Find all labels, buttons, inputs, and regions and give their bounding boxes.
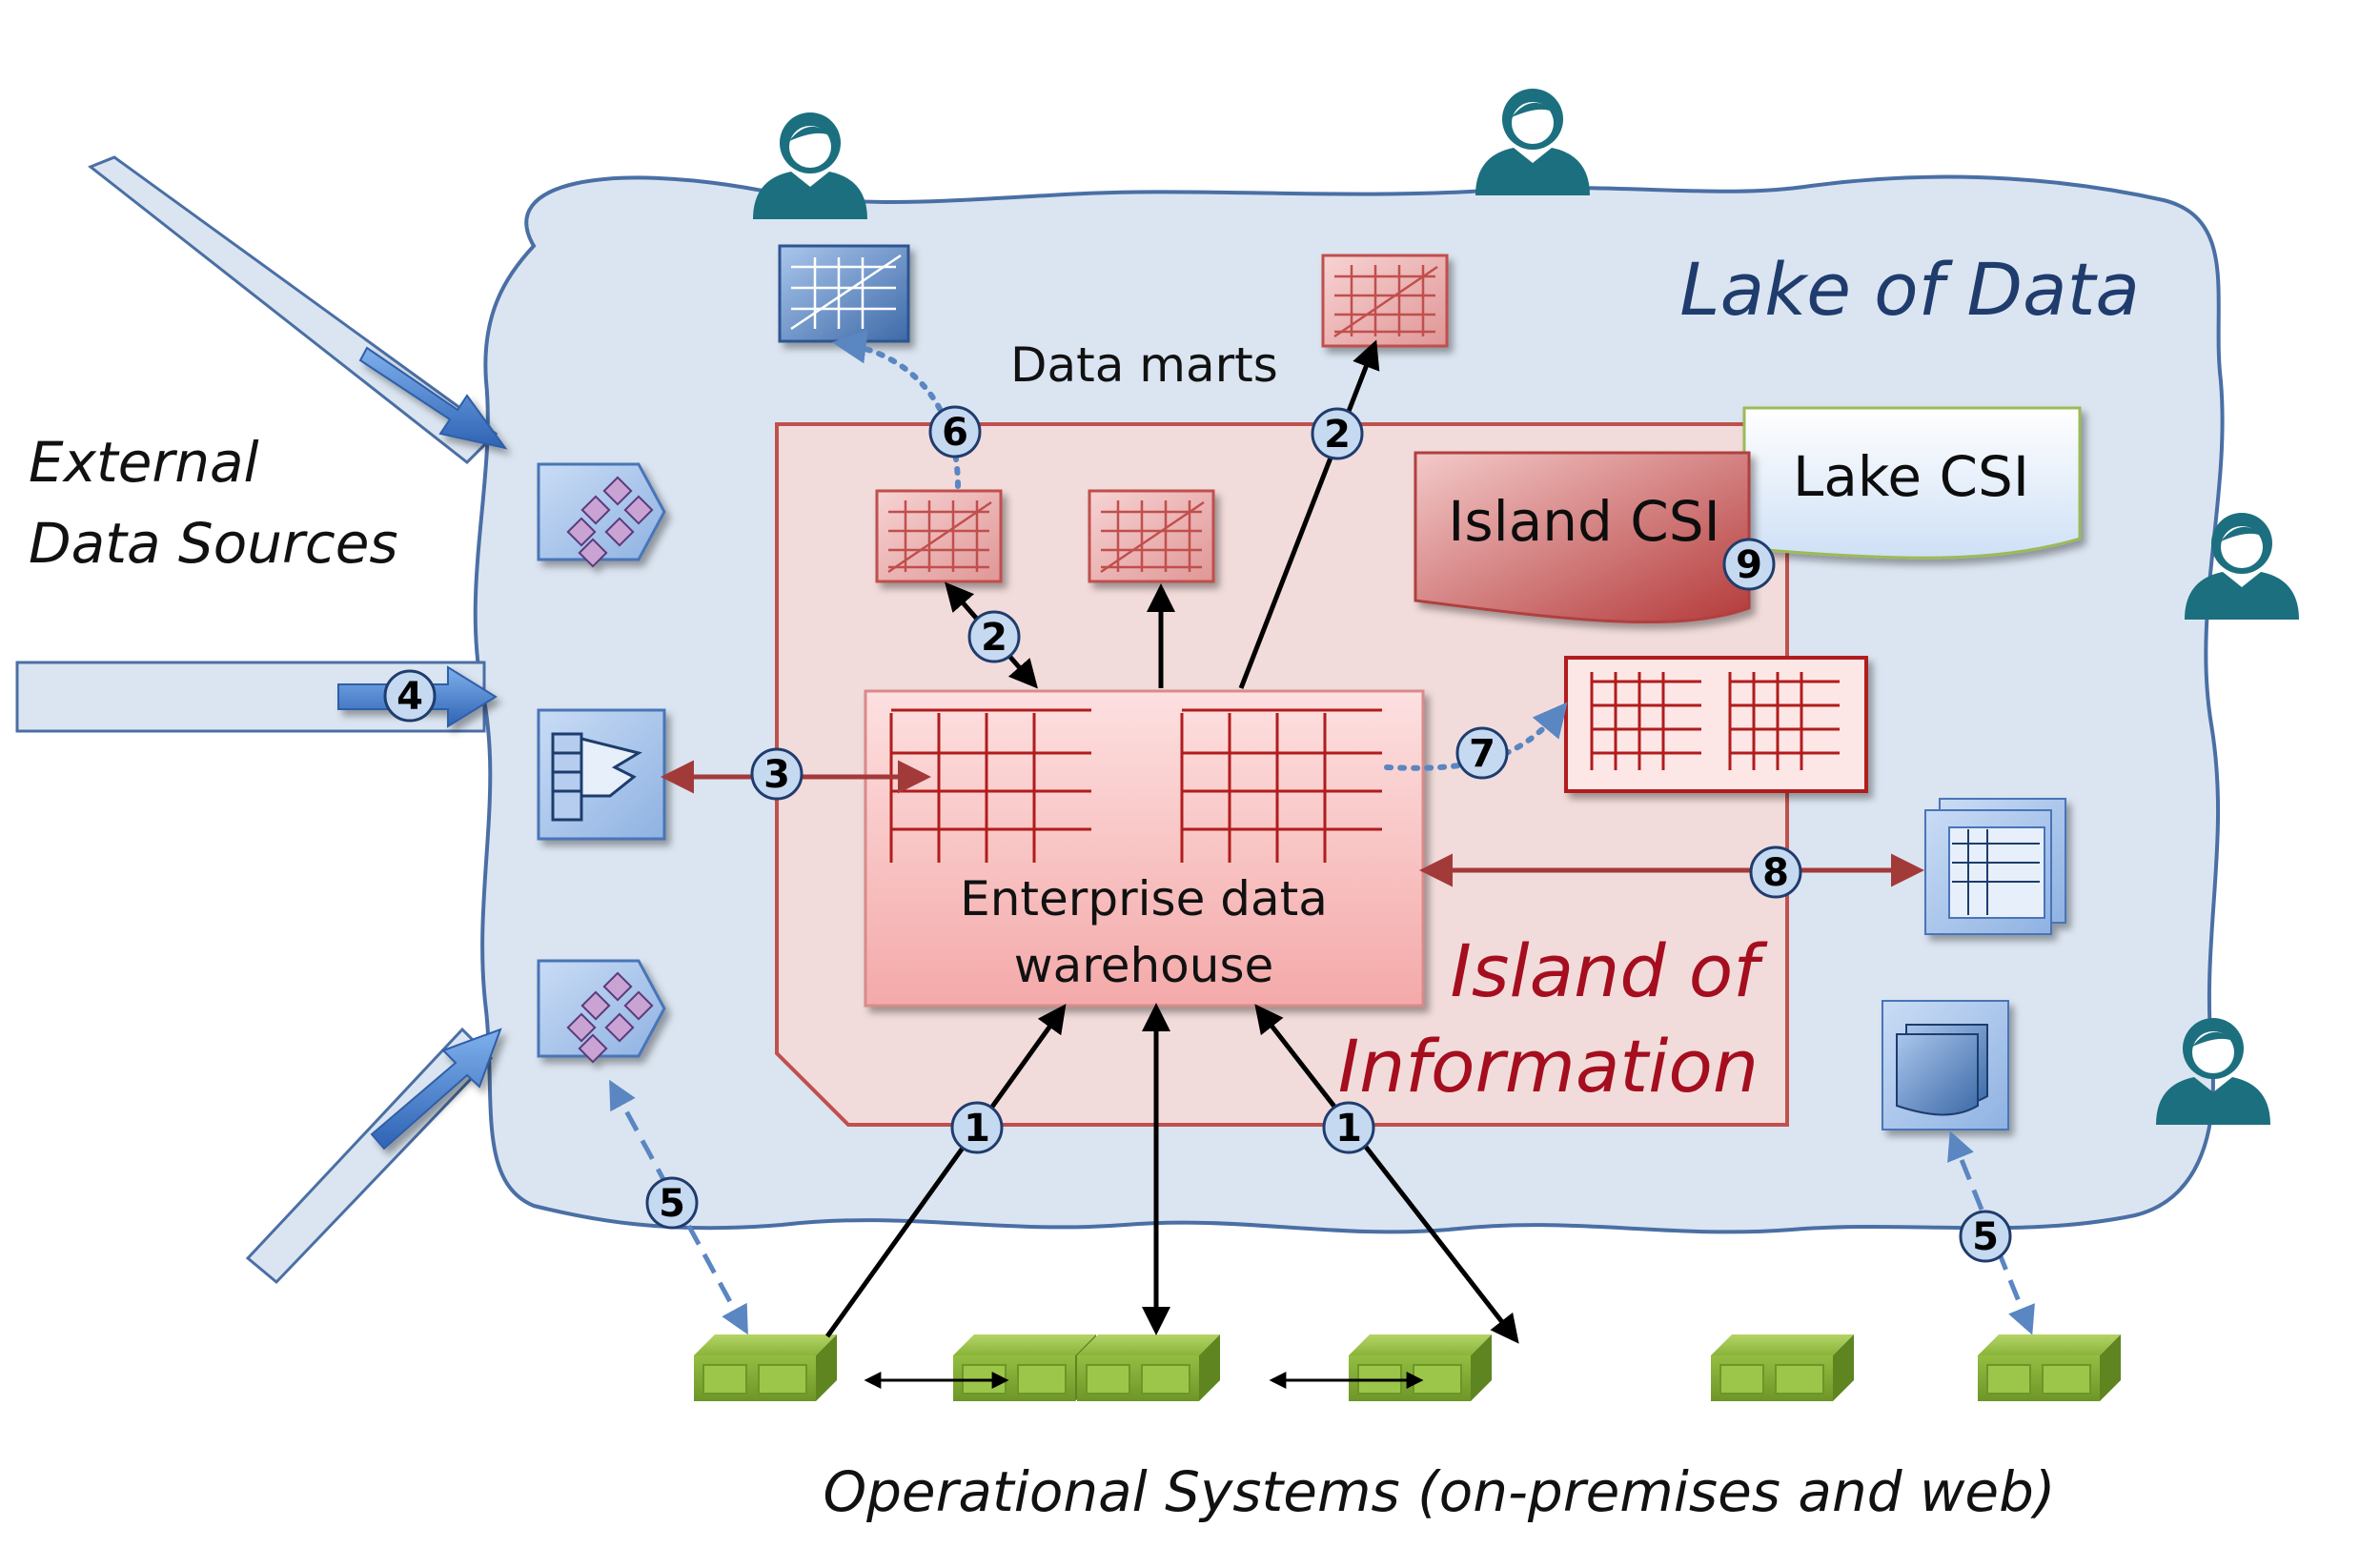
enterprise-data-warehouse[interactable]: Enterprise data warehouse	[864, 689, 1425, 1008]
person-icon	[1475, 89, 1590, 195]
source-icon[interactable]	[537, 959, 666, 1064]
step-badge: 2	[1311, 407, 1364, 460]
edw-label-line1: Enterprise data	[960, 871, 1328, 927]
step-badge: 5	[1959, 1210, 2012, 1263]
data-mart-icon[interactable]	[875, 489, 1003, 583]
step-badge: 3	[750, 747, 804, 801]
external-sources-label-line2: Data Sources	[29, 511, 398, 576]
server-block-icon[interactable]	[693, 1334, 838, 1402]
svg-text:1: 1	[964, 1107, 990, 1151]
lake-csi-label: Lake CSI	[1793, 444, 2029, 509]
island-csi-label: Island CSI	[1448, 489, 1719, 554]
svg-text:9: 9	[1736, 543, 1762, 587]
step-badge: 2	[967, 610, 1021, 663]
data-mart-icon[interactable]	[1088, 489, 1215, 583]
document-stack-icon[interactable]	[1924, 798, 2066, 935]
source-icon[interactable]	[537, 708, 666, 841]
source-icon[interactable]	[537, 462, 666, 568]
svg-text:8: 8	[1762, 851, 1789, 895]
svg-text:2: 2	[1324, 413, 1351, 457]
table-icon[interactable]	[1564, 656, 1868, 793]
server-block-icon[interactable]	[952, 1334, 1097, 1402]
svg-text:1: 1	[1335, 1107, 1362, 1151]
operational-systems-label: Operational Systems (on-premises and web…	[823, 1459, 2055, 1524]
blue-data-mart-icon[interactable]	[778, 244, 910, 343]
step-badge: 7	[1455, 726, 1509, 780]
svg-text:4: 4	[397, 675, 423, 719]
step-badge: 5	[645, 1176, 699, 1230]
data-mart-icon[interactable]	[1321, 254, 1449, 348]
person-icon	[753, 112, 867, 219]
svg-text:5: 5	[1972, 1215, 1999, 1259]
server-block-icon[interactable]	[1710, 1334, 1855, 1402]
step-badge: 9	[1722, 538, 1776, 591]
server-block-icon[interactable]	[1977, 1334, 2122, 1402]
data-marts-label: Data marts	[1010, 337, 1278, 393]
server-block-icon[interactable]	[1348, 1334, 1493, 1402]
lake-csi-document[interactable]: Lake CSI	[1742, 406, 2082, 560]
step-badge: 1	[950, 1101, 1004, 1154]
step-badge: 6	[928, 405, 982, 458]
svg-text:5: 5	[659, 1182, 685, 1226]
step-badge: 1	[1322, 1101, 1375, 1154]
island-label-line2: Information	[1338, 1024, 1759, 1109]
island-label-line1: Island of	[1450, 928, 1768, 1013]
step-badge: 4	[383, 669, 437, 723]
svg-text:3: 3	[763, 753, 790, 797]
svg-text:2: 2	[981, 616, 1007, 660]
server-block-icon[interactable]	[1076, 1334, 1221, 1402]
svg-text:7: 7	[1469, 732, 1495, 776]
svg-text:6: 6	[942, 411, 968, 455]
flow-arrow-icon	[337, 346, 508, 1151]
island-csi-document[interactable]: Island CSI	[1414, 451, 1751, 624]
document-stack-icon[interactable]	[1882, 1000, 2009, 1130]
lake-of-data-label: Lake of Data	[1679, 247, 2140, 332]
edw-label-line2: warehouse	[1014, 938, 1274, 993]
step-badge: 8	[1749, 845, 1802, 899]
external-sources-label-line1: External	[29, 430, 259, 495]
